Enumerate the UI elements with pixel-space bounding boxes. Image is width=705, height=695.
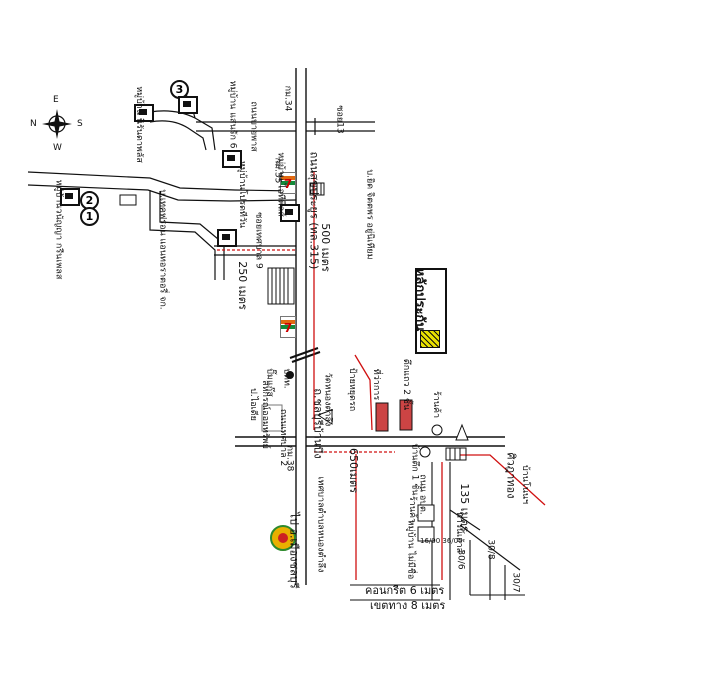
main-road — [295, 68, 307, 585]
landmark2-label: บ้านโนนฯ — [520, 464, 531, 505]
village-nirun-label: หมู่บ้าน นิรันดาพลัส — [133, 86, 144, 163]
lot-b-label: 30/7 — [510, 572, 521, 593]
compass-s: S — [77, 119, 83, 129]
ptt-label: ปตท. — [281, 368, 292, 389]
route-lines — [217, 172, 546, 580]
village-bottom-label: หมู่บ้าน ไม่มีชื่อ — [405, 519, 416, 580]
factory-label: บ.เทคฟรอน แอนทอราตอรี่ จก. — [157, 189, 168, 310]
seven-eleven-icon: 7 — [280, 172, 296, 194]
village-house-icon — [60, 188, 80, 206]
bank-label: บ.ยิด จิตตพร อยู่นิเทียม — [364, 169, 375, 260]
compass — [40, 107, 74, 141]
townhouse-label: ทาวน์เฮ้าส์ — [454, 511, 465, 554]
post-label: ป.ไอเดีย — [247, 388, 258, 421]
distance-650: 650เมตร — [347, 447, 361, 494]
village-house-icon — [217, 229, 237, 247]
village-vanunya-label: หมู่บ้านวนัญญา กรีนเพลส — [53, 179, 64, 280]
distance-500: 500 เมตร — [318, 223, 332, 272]
road-break — [289, 347, 321, 363]
compass-n: N — [30, 119, 37, 129]
village-house-icon — [222, 150, 242, 168]
buildings — [119, 194, 469, 551]
shop-label: ร้านค้า — [431, 390, 442, 419]
row-label: เขตทาง 8 เมตร — [370, 599, 446, 612]
village-house-icon — [280, 204, 300, 222]
soi-13-road — [196, 118, 375, 135]
compass-w: W — [53, 143, 62, 153]
school-label: สหกรณ์ออมทรัพย์ — [259, 380, 270, 449]
main-road-label: ถนนสุขประยูร (ทล.315) — [307, 151, 321, 270]
subdist-label: ที่ว่าการ — [371, 368, 382, 401]
collateral-swatch — [420, 330, 440, 348]
seven-eleven-icon: 7 — [280, 316, 296, 338]
building-label: ตึกแถว 2 ชั้น — [401, 358, 412, 411]
bus-stop-label: ป้ายหยุดรถ — [347, 367, 358, 412]
village-pip-label: หมู่บ้าน ไอทีพิลส์ — [275, 152, 286, 217]
to-chonburi-label: ไป อ.เมืองชลบุรี — [287, 512, 301, 589]
legend-label: หลักประกัน — [412, 267, 428, 332]
compass-rose-icon — [42, 109, 72, 139]
hatch-blocks — [267, 182, 467, 461]
km34-label: กม.34 — [282, 85, 293, 112]
badge-1: 1 — [80, 207, 99, 226]
village-prok-label: หมู่บ้านโปรดทีวัน — [237, 160, 248, 229]
subdistrict-road-label: ถนน อบต. — [417, 474, 428, 515]
landmark-label: ศิวฎาทอง — [504, 452, 518, 499]
cross-road — [235, 436, 505, 447]
concrete-label: คอนกรีต 6 เมตร — [365, 584, 445, 597]
soi-13-label: ซอย13 — [334, 105, 345, 134]
compass-e: E — [53, 95, 59, 105]
hospital-label: เทศบาลตำบลหนองตำลึง — [315, 476, 326, 573]
village-saen-label: หมู่บ้าน แสนรัก 6 — [227, 80, 238, 149]
lot-roads — [350, 462, 525, 601]
side-road-2-label: ถนนเทศบาล 2 — [278, 408, 289, 467]
lot-c-label: 30/8 — [485, 539, 496, 560]
distance-250: 250 เมตร — [235, 261, 249, 310]
soi-9-label: ซอยเทศบาล 9 — [253, 212, 264, 269]
bypass-label: ถนนบายพาส — [248, 101, 259, 152]
temple-label: วัดหนองตำลึง — [322, 372, 333, 427]
village-house-icon — [134, 104, 154, 122]
village-house-icon — [178, 96, 198, 114]
box-label: 16/00 36/00 — [420, 537, 463, 545]
